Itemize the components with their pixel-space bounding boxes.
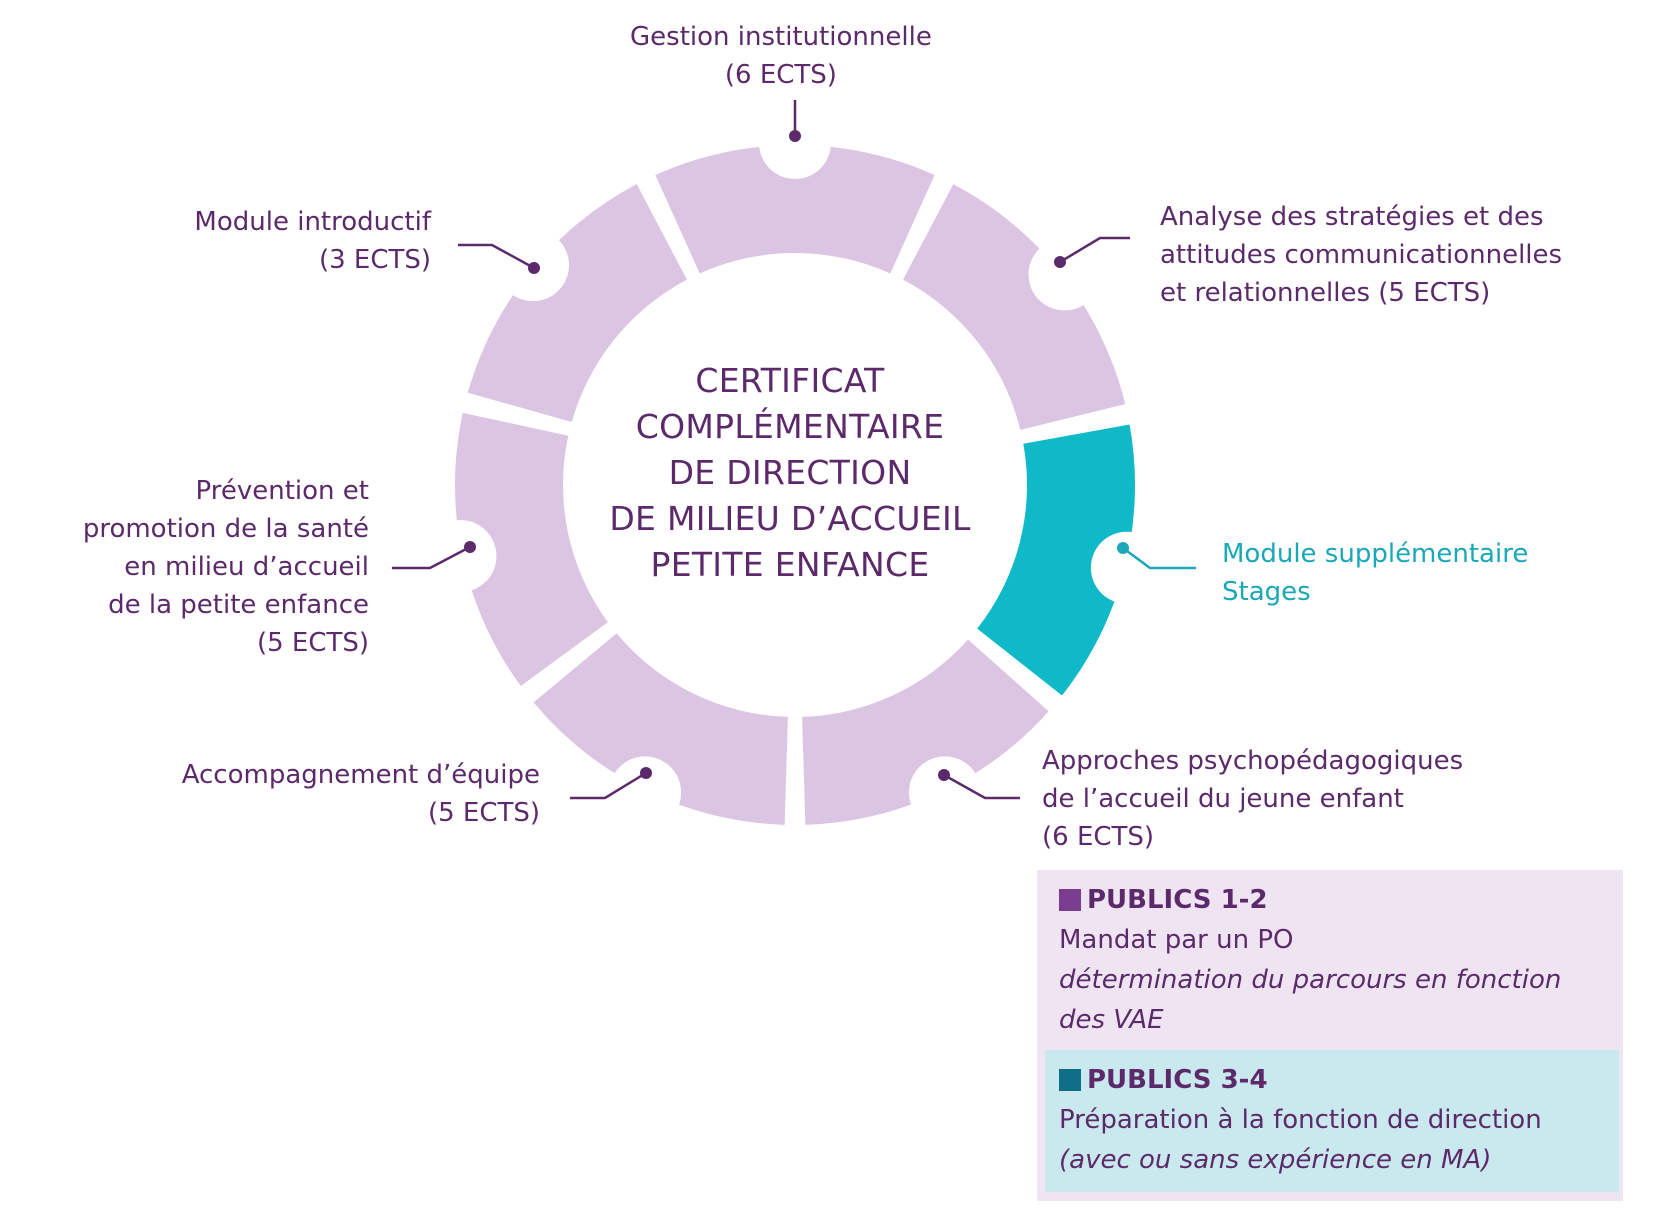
legend-publics-3-4: PUBLICS 3-4 Préparation à la fonction de… xyxy=(1045,1050,1619,1192)
ring-notch xyxy=(424,520,497,593)
connector-dot xyxy=(528,262,540,274)
connector-approches-psychopedagogiques xyxy=(943,773,1020,800)
module-label-analyse-strategies: Analyse des stratégies et des attitudes … xyxy=(1160,198,1562,312)
center-title-line: PETITE ENFANCE xyxy=(650,545,930,584)
label-line: promotion de la santé xyxy=(82,514,369,544)
module-label-approches-psychopedagogiques: Approches psychopédagogiques de l’accuei… xyxy=(1042,742,1463,856)
module-label-accompagnement-equipe: Accompagnement d’équipe (5 ECTS) xyxy=(182,756,540,832)
connector-dot xyxy=(640,767,652,779)
label-line: Accompagnement d’équipe xyxy=(181,760,540,790)
connector-dot xyxy=(464,541,476,553)
legend-line: (avec ou sans expérience en MA) xyxy=(1059,1145,1492,1175)
segment-accompagnement-equipe xyxy=(533,633,788,825)
center-title-line: CERTIFICAT xyxy=(695,361,885,400)
legend-title: PUBLICS 3-4 xyxy=(1087,1065,1268,1095)
label-line: de l’accueil du jeune enfant xyxy=(1042,784,1404,814)
label-line: attitudes communicationnelles xyxy=(1160,240,1563,270)
connector-prevention-sante xyxy=(392,545,471,570)
connector-stages xyxy=(1122,546,1196,570)
label-line: Module introductif xyxy=(194,207,431,237)
ring-notch xyxy=(1028,238,1101,311)
connector-dot xyxy=(938,769,950,781)
module-label-module-introductif: Module introductif (3 ECTS) xyxy=(194,203,431,279)
legend-swatch-purple xyxy=(1059,889,1081,911)
label-line: Analyse des stratégies et des xyxy=(1160,202,1544,232)
legend-publics-1-2: PUBLICS 1-2 Mandat par un PO déterminati… xyxy=(1049,870,1619,1052)
label-line: et relationnelles (5 ECTS) xyxy=(1160,278,1491,308)
label-line: Gestion institutionnelle xyxy=(630,22,932,52)
segment-analyse-strategies xyxy=(903,184,1126,430)
module-label-gestion-institutionnelle: Gestion institutionnelle (6 ECTS) xyxy=(630,18,932,94)
center-title-line: DE DIRECTION xyxy=(668,453,912,492)
ring-notch xyxy=(1090,531,1163,604)
module-label-prevention-sante: Prévention et promotion de la santé en m… xyxy=(83,472,369,662)
label-line: en milieu d’accueil xyxy=(124,552,369,582)
connector-dot xyxy=(789,130,801,142)
label-line: Module supplémentaire xyxy=(1222,539,1529,569)
ring-notch xyxy=(908,756,981,829)
connector-module-introductif xyxy=(458,243,535,270)
ring-notch xyxy=(759,107,831,179)
segment-approches-psychopedagogiques xyxy=(802,639,1049,825)
segment-stages xyxy=(977,424,1135,696)
ring-notch xyxy=(609,756,682,829)
label-line: (6 ECTS) xyxy=(1042,822,1155,852)
label-line: Approches psychopédagogiques xyxy=(1042,746,1464,776)
center-title-line: COMPLÉMENTAIRE xyxy=(635,407,945,446)
label-line: Prévention et xyxy=(195,476,369,506)
label-line: (6 ECTS) xyxy=(724,60,837,90)
module-label-stages: Module supplémentaire Stages xyxy=(1222,535,1528,611)
legend-title: PUBLICS 1-2 xyxy=(1087,885,1268,915)
label-line: Stages xyxy=(1222,577,1311,607)
center-title: CERTIFICAT COMPLÉMENTAIRE DE DIRECTION D… xyxy=(590,358,990,588)
legend-line: Préparation à la fonction de direction xyxy=(1059,1105,1542,1135)
center-title-line: DE MILIEU D’ACCUEIL xyxy=(609,499,971,538)
legend-line: détermination du parcours en fonction xyxy=(1059,965,1562,995)
segment-prevention-sante xyxy=(455,412,608,687)
connector-analyse-strategies xyxy=(1059,236,1130,264)
legend-line: Mandat par un PO xyxy=(1059,925,1294,955)
label-line: (5 ECTS) xyxy=(427,798,540,828)
connector-dot xyxy=(1117,542,1129,554)
label-line: de la petite enfance xyxy=(108,590,369,620)
connector-accompagnement-equipe xyxy=(570,771,647,800)
label-line: (3 ECTS) xyxy=(318,245,431,275)
segment-module-introductif xyxy=(467,184,687,423)
segment-gestion-institutionnelle xyxy=(655,144,935,274)
legend-box: PUBLICS 1-2 Mandat par un PO déterminati… xyxy=(1037,870,1623,1201)
legend-line: des VAE xyxy=(1059,1005,1164,1035)
connector-dot xyxy=(1054,256,1066,268)
label-line: (5 ECTS) xyxy=(256,628,369,658)
legend-swatch-teal xyxy=(1059,1069,1081,1091)
